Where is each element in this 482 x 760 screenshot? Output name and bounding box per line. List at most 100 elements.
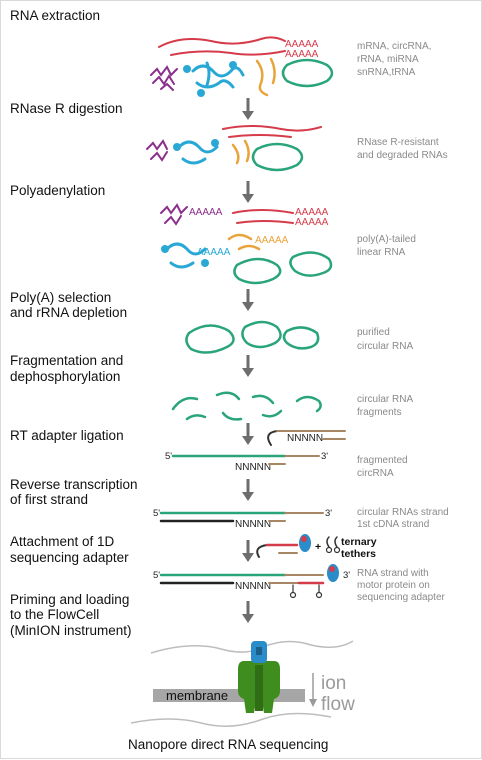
down-arrow-icon [242,479,254,501]
note-extraction-line2: rRNA, miRNA [357,54,419,65]
note-digestion-line1: RNase R-resistant [357,137,439,148]
circrna-loop [281,58,334,88]
poly-a-tail: AAAAA [295,207,329,218]
ternary-label: ternary [341,536,377,548]
step-reverse-transcription-line1: Reverse transcription [10,477,138,492]
note-rt-line2: 1st cDNA strand [357,519,429,530]
mrna-strand [158,36,286,48]
poly-a-tail: AAAAA [285,49,319,60]
mrna-strand [236,220,294,224]
note-fragmentation-line1: circular RNA [357,394,413,405]
down-arrow-icon [242,540,254,562]
rrna-loop [183,65,191,73]
note-fragmentation-line2: fragments [357,407,401,418]
reverse-transcription: 5' 3' NNNNN [153,508,332,530]
circrna-loop [185,324,235,354]
poly-a-tail: AAAAA [197,247,231,258]
motor-protein-tag [301,536,307,542]
purified-circrna [185,320,320,354]
down-arrow-icon [242,601,254,623]
rrna-loop [173,143,181,151]
step-attachment-line1: Attachment of 1D [10,534,115,549]
adapter-ligation: NNNNN 5' 3' NNNNN [165,430,346,473]
tether-icon [292,584,320,594]
nanopore-sequencing: membrane ion flow Nanopore direct RNA se… [128,640,355,752]
down-arrow-icon [242,98,254,120]
tether-bead [325,546,333,554]
ion-label: ion [321,673,346,694]
step-attachment-line2: sequencing adapter [10,550,129,565]
mirna-cluster [150,65,178,91]
fragment [251,394,275,405]
circrna-loop [282,326,320,350]
adapter-n-label: NNNNN [235,519,271,530]
rt-adapter-hook [267,430,278,446]
five-prime-label: 5' [165,451,172,462]
mrna-strand [232,209,294,214]
note-adapter-line1: RNA strand with [357,568,429,579]
poly-a-tail: AAAAA [295,217,329,228]
note-selection-line2: circular RNA [357,341,413,352]
rrna-cluster [165,242,207,269]
circrna-fragments [171,391,322,421]
figure-caption: Nanopore direct RNA sequencing [128,737,328,752]
rna-thread-lower [130,712,332,727]
flow-label: flow [321,694,355,715]
down-arrow-icon [242,289,254,311]
step-rna-extraction: RNA extraction [10,8,100,23]
ion-flow-arrowhead-icon [309,699,317,707]
three-prime-label: 3' [343,570,350,581]
rnase-r-products [146,125,322,172]
note-digestion-line2: and degraded RNAs [357,150,448,161]
note-adapter-line2: motor protein on [357,580,430,591]
mrna-strand [170,50,286,56]
poly-a-tail: AAAAA [255,235,289,246]
five-prime-label: 5' [153,508,160,519]
plus-sign: + [315,541,321,553]
rrna-loop [211,139,219,147]
flow-arrows [242,98,254,623]
rrna-loop [229,61,237,69]
down-arrow-icon [242,181,254,203]
step-priming-line3: (MinION instrument) [10,623,132,638]
step-titles: RNA extraction RNase R digestion Polyade… [10,8,138,638]
adapter-n-label: NNNNN [235,462,271,473]
trna-strand [231,139,250,165]
adapter-hook [256,544,268,558]
step-priming-line1: Priming and loading [10,592,129,607]
note-polyadenylation-line1: poly(A)-tailed [357,234,416,245]
poly-a-tail: AAAAA [285,39,319,50]
step-rnase-r-digestion: RNase R digestion [10,101,123,116]
note-adapter-line3: sequencing adapter [357,592,446,603]
note-ligation-line1: fragmented [357,455,408,466]
motor-protein-core [256,647,262,655]
step-reverse-transcription-line2: of first strand [10,492,88,507]
rrna-loop [161,245,169,253]
note-ligation-line2: circRNA [357,468,394,479]
three-prime-label: 3' [325,508,332,519]
circrna-loop [241,320,282,349]
step-fragmentation-line2: dephosphorylation [10,369,120,384]
tether-bead [333,546,341,554]
fragment [215,391,241,401]
trna-strand [255,57,276,97]
mirna-cluster [160,203,188,226]
step-fragmentation-line1: Fragmentation and [10,353,123,368]
trna-strand [227,233,261,251]
circrna-loop [251,142,304,172]
circrna-loop [289,251,333,277]
mirna-cluster [146,139,168,162]
five-prime-label: 5' [153,570,160,581]
note-polyadenylation-line2: linear RNA [357,247,406,258]
three-prime-label: 3' [321,451,328,462]
tether-bead [315,591,323,599]
tethers-label: tethers [341,548,376,560]
rna-mixture: AAAAA AAAAA [150,36,334,97]
note-selection-line1: purified [357,327,390,338]
down-arrow-icon [242,355,254,377]
step-polya-selection-line2: and rRNA depletion [10,305,127,320]
step-polya-selection-line1: Poly(A) selection [10,290,111,305]
sequencing-adapter-attachment: + ternary tethers 5' 3' NNNNN [153,534,377,599]
